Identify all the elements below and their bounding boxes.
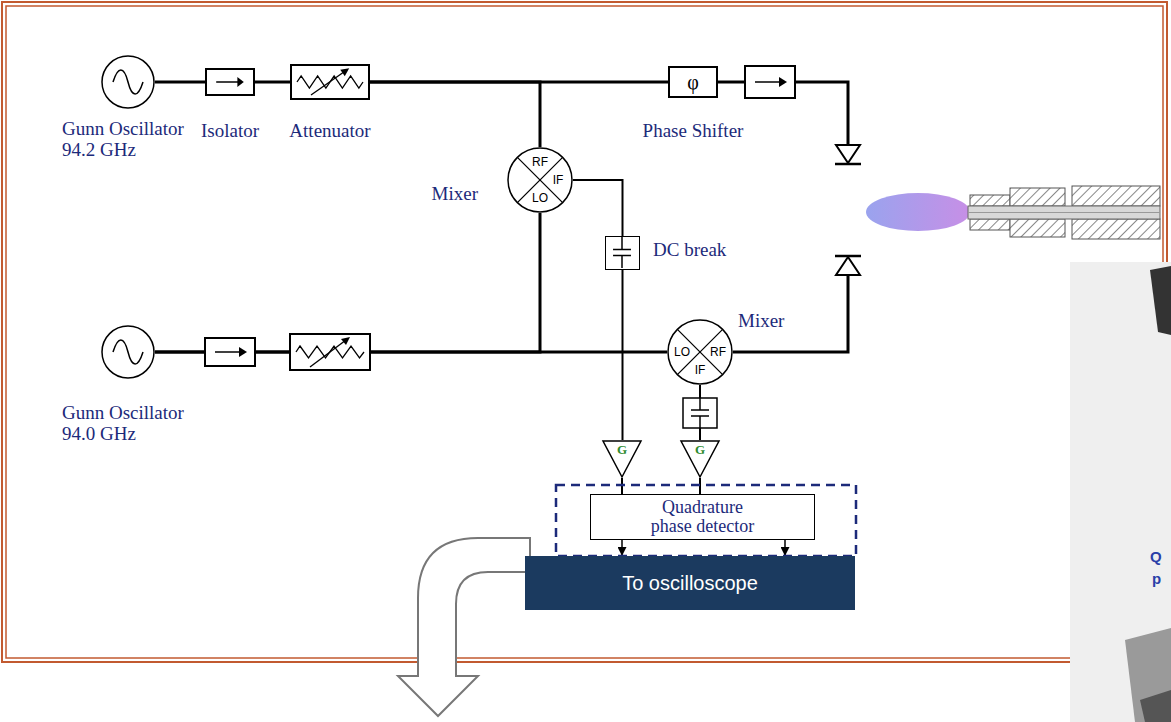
plasma-source-drawing — [970, 195, 1010, 206]
dc-break-box: DC break — [605, 236, 640, 270]
photo-fragment — [1140, 690, 1171, 722]
plasma-source-drawing — [968, 212, 1160, 213]
attenuator-symbol — [290, 334, 370, 370]
component-label: DC break — [653, 239, 726, 260]
port-label: LO — [532, 192, 548, 205]
capacitor-symbol — [683, 398, 717, 428]
oscillator-circle-shape — [101, 325, 155, 379]
frame-border — [2, 2, 1167, 662]
oscillator-circle: Gunn Oscillator 94.0 GHz — [101, 325, 155, 379]
photo-fragment — [1070, 262, 1171, 722]
signal-wire — [573, 180, 623, 236]
signal-arrow — [621, 540, 623, 556]
amplifier-triangle: G — [680, 440, 720, 478]
gain-label: G — [695, 443, 705, 457]
phase-symbol: φ — [687, 71, 699, 93]
capacitor-symbol — [683, 398, 717, 428]
isolator-symbol — [755, 81, 781, 83]
component-label: Attenuator — [289, 120, 370, 141]
diode-antenna — [835, 145, 861, 275]
attenuator-symbol — [310, 340, 346, 367]
waveguide-wire — [733, 275, 848, 352]
diode-antenna — [836, 257, 860, 275]
plasma-source-drawing — [1010, 219, 1065, 237]
component-label: Phase Shifter — [643, 120, 744, 141]
isolator-symbol — [745, 66, 795, 98]
isolator-symbol — [779, 77, 787, 87]
photo-caption-fragment: p — [1152, 570, 1161, 588]
attenuator-box-shape — [292, 66, 368, 98]
port-label: RF — [532, 156, 548, 169]
signal-wire — [255, 81, 290, 84]
port-label: IF — [553, 174, 564, 187]
detector-box: Quadrature phase detector — [590, 494, 815, 540]
diode-antenna — [835, 163, 861, 166]
box-text: Quadrature phase detector — [640, 498, 765, 536]
component-label: Mixer — [432, 183, 478, 204]
plasma-plume — [866, 193, 970, 231]
isolator-symbol — [239, 347, 247, 357]
port-label: LO — [674, 346, 690, 359]
dashed-enclosure — [556, 485, 856, 556]
dc-break-box-shape — [606, 237, 638, 268]
capacitor-symbol — [699, 416, 701, 428]
oscillator-circle-shape — [101, 55, 155, 109]
plasma-source-drawing — [970, 219, 1010, 230]
component-label: Isolator — [201, 120, 259, 141]
gain-label: G — [617, 443, 627, 457]
photo-fragment — [1150, 266, 1171, 335]
diode-antenna — [836, 145, 860, 163]
capacitor-symbol — [691, 409, 709, 411]
port-label: RF — [710, 346, 726, 359]
curved-pointer-arrow — [398, 538, 530, 716]
isolator-symbol — [205, 338, 255, 366]
frame-border — [6, 6, 1163, 658]
component-label: Mixer — [738, 310, 784, 331]
isolator-symbol — [215, 351, 241, 353]
waveguide-wire — [718, 81, 745, 84]
signal-wire — [622, 270, 624, 440]
isolator-box-shape — [207, 70, 253, 94]
isolator-symbol — [745, 66, 795, 98]
mixer-circle: MixerLORFIF — [667, 319, 733, 385]
amplifier-triangle: G — [602, 440, 642, 478]
plasma-source-drawing — [1010, 188, 1065, 206]
isolator-box: Isolator — [205, 68, 255, 96]
plasma-source-drawing — [968, 206, 1160, 219]
attenuator-symbol — [290, 334, 370, 370]
port-label: IF — [695, 364, 706, 377]
plasma-source-drawing — [968, 186, 1160, 239]
photo-caption-fragment: Q — [1150, 548, 1162, 566]
component-label: Gunn Oscillator 94.0 GHz — [62, 402, 202, 444]
waveguide-wire — [795, 82, 848, 145]
oscillator-circle: Gunn Oscillator 94.2 GHz — [101, 55, 155, 109]
frame-border — [2, 2, 1167, 662]
signal-wire — [155, 213, 540, 352]
edge-group — [155, 82, 785, 556]
signal-arrow — [784, 540, 786, 556]
dashed-enclosure — [556, 485, 856, 556]
signal-wire — [155, 81, 205, 84]
attenuator-symbol — [341, 337, 350, 345]
phase-shifter-box: φPhase Shifter — [668, 66, 718, 98]
attenuator-box: Attenuator — [290, 64, 370, 100]
isolator-symbol — [205, 338, 255, 366]
curved-pointer-arrow — [398, 538, 530, 716]
box-text: To oscilloscope — [622, 571, 758, 595]
oscilloscope-box: To oscilloscope — [525, 556, 855, 610]
signal-wire — [370, 82, 540, 147]
plasma-plume — [866, 193, 970, 231]
plasma-source-drawing — [1072, 186, 1160, 206]
photo-fragment — [1125, 628, 1171, 722]
component-label: Gunn Oscillator 94.2 GHz — [62, 118, 202, 160]
mixer-circle: MixerRFIFLO — [507, 147, 573, 213]
photo-fragment — [1070, 262, 1171, 722]
capacitor-symbol — [699, 398, 701, 410]
plasma-source-drawing — [1072, 219, 1160, 239]
